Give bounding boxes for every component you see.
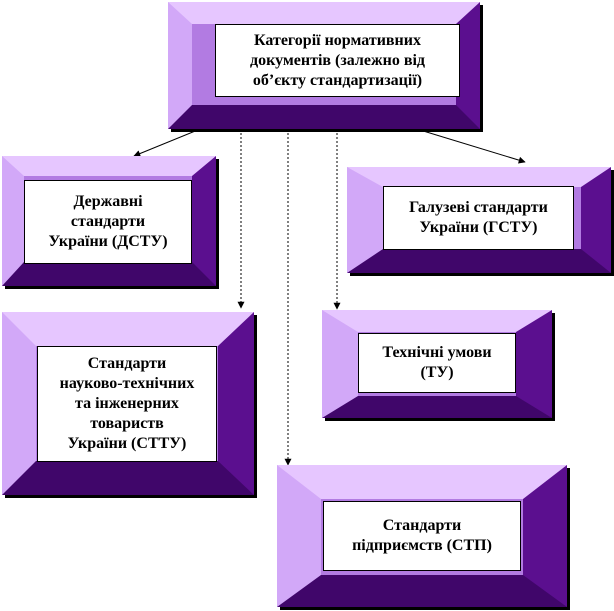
category-sttu-label: Стандарти науково-технічних та інженерни… — [37, 346, 217, 462]
category-tu-label: Технічні умови (ТУ) — [358, 333, 516, 393]
arrow-to-gstu — [419, 129, 526, 164]
root-node-label: Категорії нормативних документів (залежн… — [215, 24, 460, 97]
category-gstu-label: Галузеві стандарти України (ГСТУ) — [383, 186, 574, 250]
category-dstu-label: Державні стандарти України (ДСТУ) — [24, 180, 192, 264]
arrow-to-dstu — [133, 126, 206, 157]
category-stp-label: Стандарти підприємств (СТП) — [323, 501, 521, 571]
